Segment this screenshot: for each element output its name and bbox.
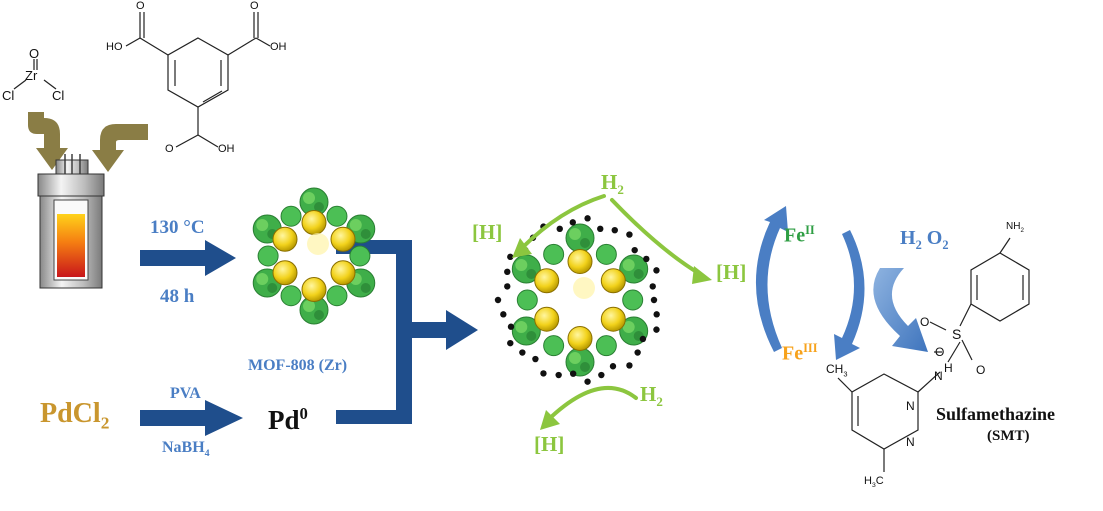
ring-n-label-1: N (906, 399, 915, 413)
h2o2-label: H2 O2 (900, 227, 949, 252)
smt-abbr-label: (SMT) (987, 428, 1030, 444)
zr-oxo-label: O (29, 46, 40, 61)
nh2-label: NH2 (1006, 221, 1024, 234)
zr-node-sphere (330, 260, 356, 286)
zr-label: Zr (25, 68, 38, 83)
pva-label: PVA (170, 385, 201, 402)
fe3-label: FeIII (782, 341, 818, 365)
zr-node-sphere (567, 325, 593, 351)
pd-nanoparticle (584, 378, 591, 385)
pd-nanoparticle (504, 283, 511, 290)
pd-nanoparticle (598, 371, 605, 379)
pd-nanoparticle (650, 296, 658, 304)
pd-nanoparticle (634, 349, 641, 356)
ch3-top-label: CH3 (826, 362, 848, 379)
hydrogen-spillover-arrows (520, 194, 702, 422)
pd0-label: Pd0 (268, 404, 308, 435)
pd-nanoparticle (649, 283, 656, 290)
pd-nanoparticle (626, 362, 633, 369)
precursor-feed-arrows (28, 108, 148, 172)
fe2-label: FeII (784, 223, 815, 247)
pd-nanoparticle (609, 363, 617, 370)
pd-nanoparticle (584, 215, 591, 222)
mof-cluster (494, 215, 660, 385)
pd-nanoparticle (631, 246, 638, 254)
pd-mof-catalyst (494, 215, 660, 385)
zr-node-sphere (534, 268, 560, 294)
mof-cluster (252, 187, 376, 325)
pd-nanoparticle (519, 349, 526, 356)
ch3-bottom-label: H3C (864, 475, 884, 490)
zr-node-sphere (600, 268, 626, 294)
zr-node-sphere (301, 210, 327, 236)
sulfamethazine-structure (837, 237, 1030, 472)
zr-node-sphere (272, 260, 298, 286)
zr-node-sphere (567, 249, 593, 275)
pdcl2-label: PdCl2 (40, 398, 110, 433)
pd-nanoparticle (597, 225, 604, 233)
pd-nanoparticle (540, 370, 547, 377)
linker-o-right: O (250, 0, 259, 12)
pd-nanoparticle (500, 311, 507, 318)
nabh4-label: NaBH4 (162, 439, 210, 460)
h-bottom-label: [H] (534, 432, 565, 456)
pd-nanoparticle (643, 255, 650, 263)
pd-nanoparticle (569, 370, 577, 377)
trimesic-acid-structure (125, 12, 271, 148)
pd-nanoparticle (626, 231, 633, 238)
zr-node-sphere (600, 306, 626, 332)
pd-nanoparticle (507, 339, 514, 347)
zr-node-sphere (301, 276, 327, 302)
linker-ho-label: HO (106, 41, 123, 53)
zr-node-sphere (534, 306, 560, 332)
mof-808-framework (252, 187, 376, 325)
h-right-label: [H] (716, 260, 747, 284)
sulfur-label: S (952, 326, 962, 342)
temperature-label: 130 °C (150, 217, 205, 238)
pd-nanoparticle (653, 311, 660, 318)
h-left-label: [H] (472, 220, 503, 244)
fe-redox-cycle (755, 206, 865, 360)
zr-node-sphere (330, 226, 356, 252)
mof-product-label: MOF-808 (Zr) (248, 357, 348, 374)
pd-nanoparticle (611, 226, 618, 234)
hydrogen-arrowheads (512, 238, 712, 430)
pd-nanoparticle (507, 323, 515, 330)
pd-nanoparticle (532, 355, 539, 363)
autoclave-icon (37, 154, 105, 289)
linker-o-left: O (136, 0, 145, 12)
pd-nanoparticle (653, 267, 660, 274)
time-label: 48 h (160, 286, 195, 307)
sulfonyl-o-top: O (920, 315, 930, 329)
pd-nanoparticle (569, 219, 577, 226)
h2-bottom-label: H2 (640, 382, 663, 410)
zrocl2-structure (13, 59, 57, 90)
linker-oh-right-label: OH (270, 41, 287, 53)
h2-top-label: H2 (601, 170, 624, 198)
pd-nanoparticle (507, 253, 514, 261)
sulfonyl-o-left: O (935, 345, 945, 359)
pd-nanoparticle (556, 225, 563, 233)
smt-name-label: Sulfamethazine (936, 404, 1055, 424)
pd-nanoparticle (494, 296, 502, 304)
pd-nanoparticle (555, 371, 562, 379)
pd-nanoparticle (653, 326, 660, 333)
pd-nanoparticle (639, 335, 647, 343)
amide-n-label: N (934, 369, 943, 383)
linker-oh-bottom-label: OH (218, 143, 235, 155)
cl-left-label: Cl (2, 88, 15, 103)
pd-nanoparticle (504, 268, 511, 276)
amide-h-label: H (944, 361, 953, 375)
cl-right-label: Cl (52, 88, 65, 103)
linker-o-bottom: O (165, 143, 174, 155)
sulfonyl-o-right: O (976, 363, 986, 377)
zr-node-sphere (272, 226, 298, 252)
h2o2-arrow (873, 268, 928, 352)
navy-arrows (140, 240, 478, 436)
ring-n-label-2: N (906, 435, 915, 449)
